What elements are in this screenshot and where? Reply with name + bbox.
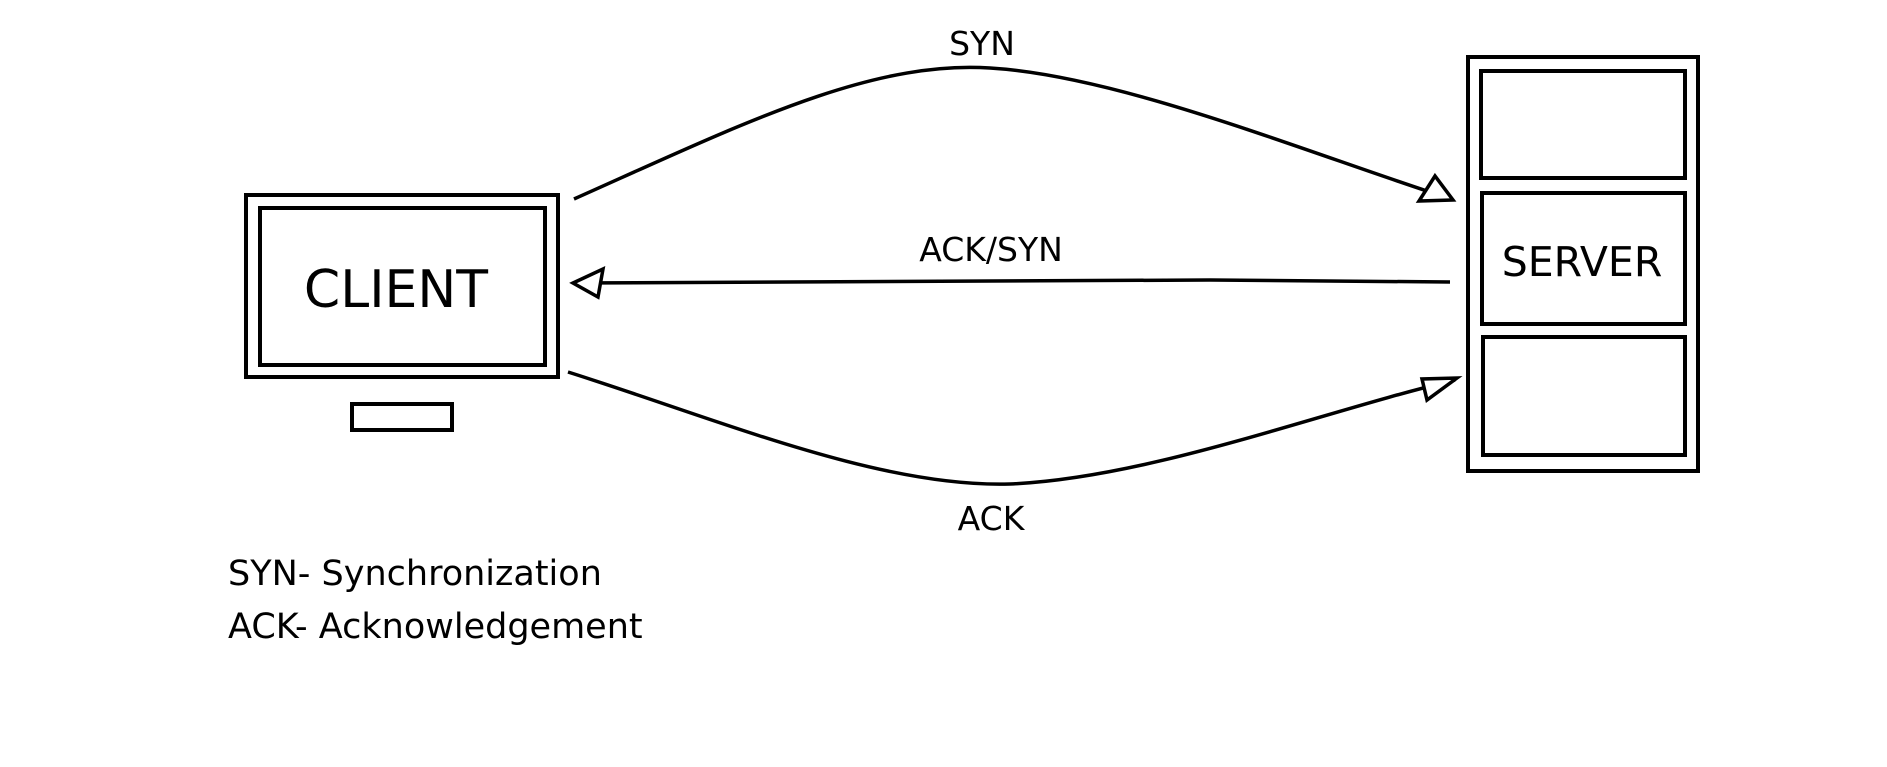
ack-syn-edge-label: ACK/SYN	[919, 230, 1063, 269]
ack-arrow-line	[567, 370, 1456, 486]
client-monitor-stand	[350, 402, 454, 432]
server-bay-bottom	[1481, 335, 1687, 457]
ack-syn-arrowhead	[569, 265, 606, 300]
server-label: SERVER	[1502, 238, 1663, 286]
server-bay-top	[1479, 69, 1687, 180]
client-label: CLIENT	[304, 260, 488, 320]
client-node: CLIENT	[244, 193, 560, 432]
syn-edge-label: SYN	[949, 24, 1015, 63]
ack-edge-label: ACK	[958, 499, 1026, 538]
legend-item-ack: ACK- Acknowledgement	[228, 607, 643, 647]
legend-item-syn: SYN- Synchronization	[228, 554, 602, 594]
ack-syn-arrow-line	[572, 278, 1451, 285]
server-tower-outer	[1466, 55, 1700, 473]
client-monitor-screen	[258, 206, 547, 367]
syn-arrowhead	[1415, 172, 1457, 203]
server-node: SERVER	[1466, 55, 1700, 473]
edge-syn: SYN	[573, 24, 1457, 203]
server-bay-middle	[1480, 191, 1687, 326]
edge-ack-syn: ACK/SYN	[569, 230, 1451, 300]
syn-arrow-line	[573, 65, 1452, 201]
client-monitor-outer	[244, 193, 560, 379]
edge-ack: ACK	[567, 370, 1463, 538]
ack-arrowhead	[1419, 376, 1463, 403]
legend: SYN- Synchronization ACK- Acknowledgemen…	[228, 548, 643, 654]
